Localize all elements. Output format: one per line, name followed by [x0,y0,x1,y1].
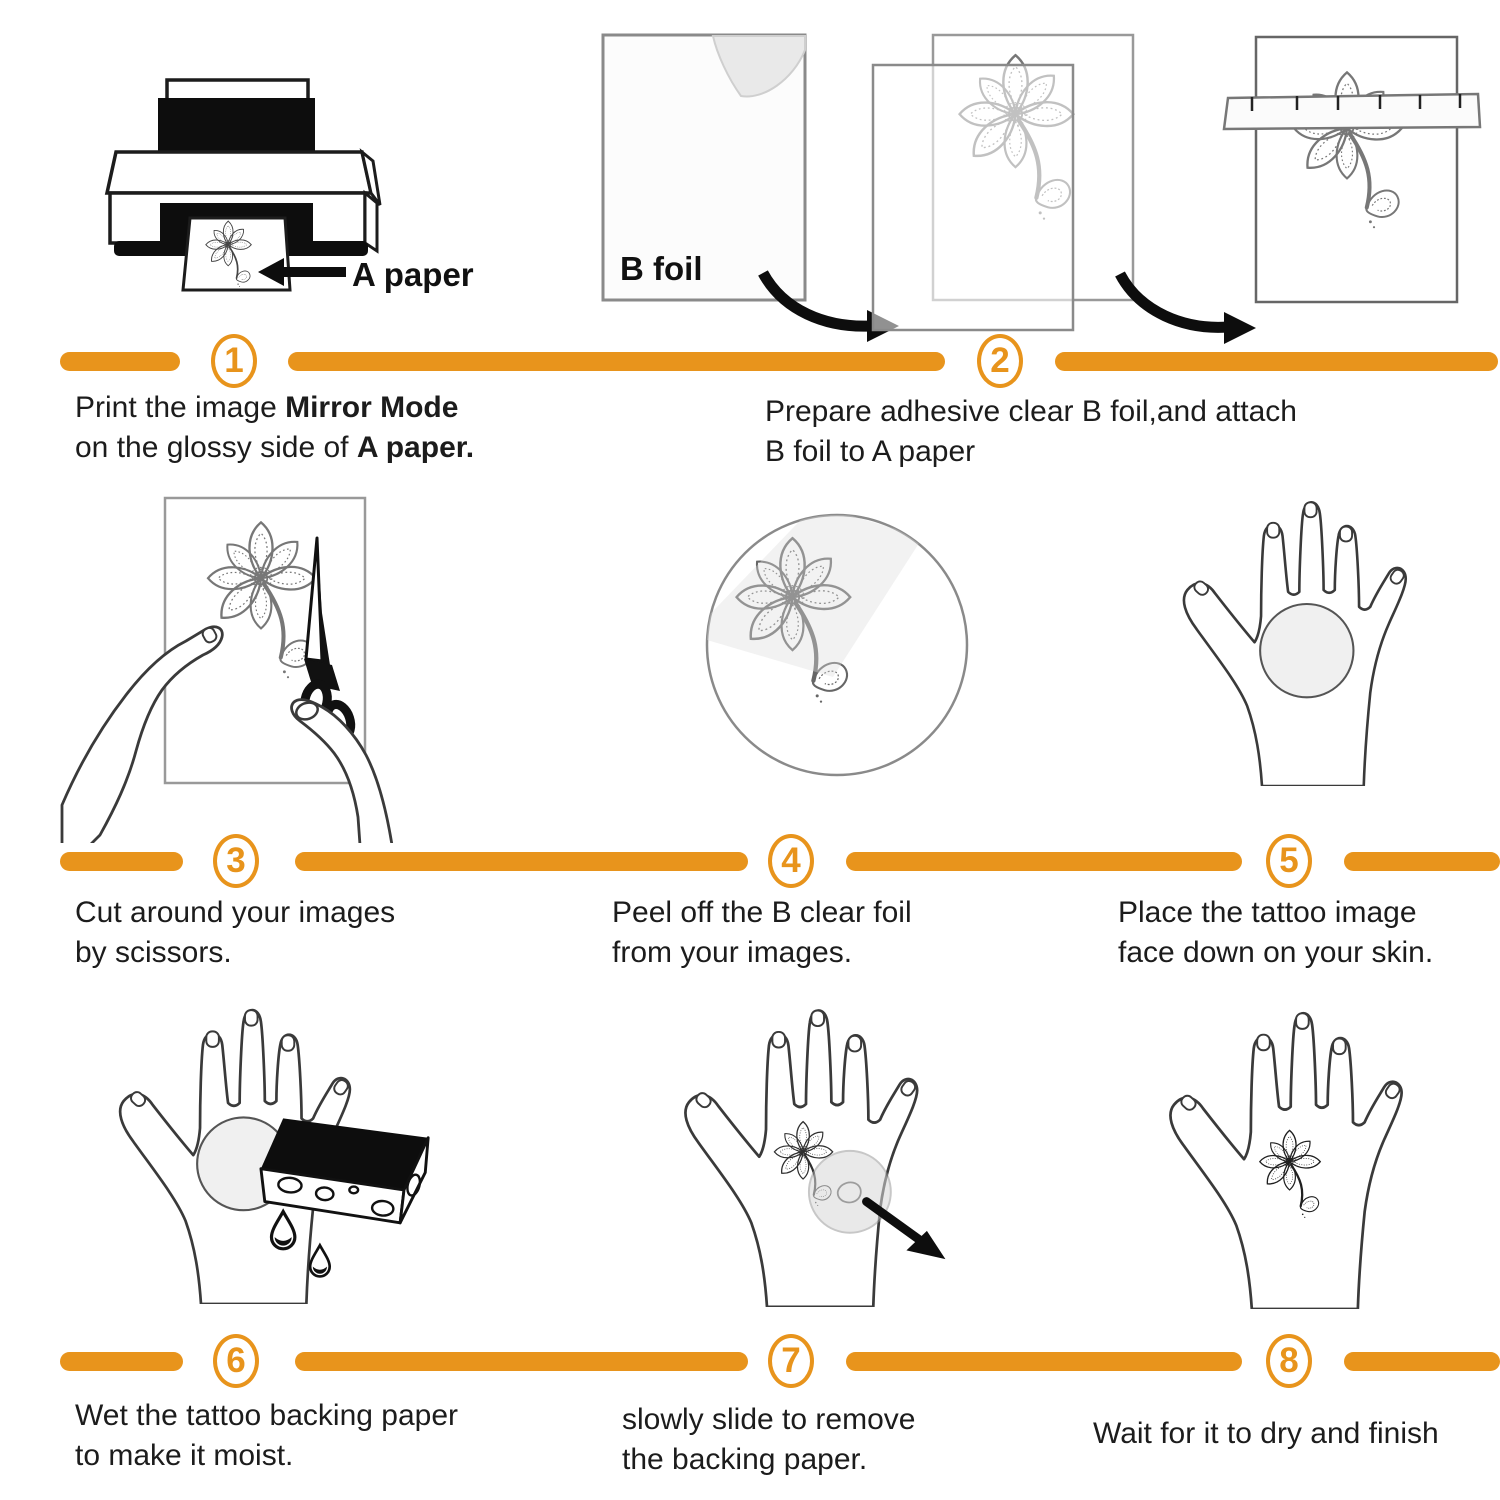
water-drop [308,1242,332,1278]
laminated-sheet [1254,35,1459,304]
clear-foil-overlay [871,63,1075,332]
step-4-text: Peel off the B clear foil from your imag… [612,896,912,969]
ruler-squeegee [1222,92,1482,131]
peeled-corner [711,35,806,98]
step-8-text: Wait for it to dry and finish [1093,1417,1439,1450]
step-6-text: Wet the tattoo backing paper to make it … [75,1399,459,1472]
slide-arrow [862,1197,931,1249]
printer-paper-stack [158,98,315,152]
hand-placement-illustration [1182,500,1408,786]
sponge-side [398,1136,430,1225]
printer-side [359,148,382,206]
divider-bar [846,852,1242,871]
b-foil-sheet-illustration [601,33,899,342]
tattoo-face-down [1259,602,1355,699]
divider-bar [1344,852,1500,871]
thumb-nail [201,626,218,644]
cutting-illustration [60,496,394,843]
a-paper-arrowhead [258,258,284,286]
slide-backing-illustration [684,1009,946,1307]
squeegee-illustration [1222,35,1482,304]
sponge-top [260,1118,429,1190]
divider-bar [295,852,748,871]
step-3-text: Cut around your images by scissors. [75,896,396,969]
step-number-1: 1 [211,334,257,388]
divider-bar [60,1352,183,1371]
right-hand-with-scissors [290,698,394,843]
foil-being-peeled [707,515,923,677]
b-foil-label: B foil [620,250,703,287]
divider-bar [846,1352,1242,1371]
finished-tattoo-illustration [1169,1011,1404,1309]
step-number-4: 4 [768,834,814,888]
step-number-7: 7 [768,1334,814,1388]
step-5-text: Place the tattoo image face down on your… [1118,896,1434,969]
thumb-in-handle [295,701,319,721]
step-2-text: Prepare adhesive clear B foil,and attach… [765,395,1297,468]
attach-foil-illustration [871,33,1256,344]
scissors-front-blade [304,536,324,663]
divider-bar [1055,352,1498,371]
paisley-on-backing [836,1181,862,1204]
a-paper-label: A paper [352,256,474,293]
water-drop [269,1208,297,1251]
printer-illustration [104,78,382,292]
printer-top [104,150,374,195]
divider-bar [288,352,945,371]
sliding-backing-paper [807,1149,892,1234]
step-number-5: 5 [1266,834,1312,888]
ruler-ticks [1250,94,1462,111]
divider-bar [60,352,180,371]
left-hand-holding-paper [60,625,224,843]
step-7-text: slowly slide to remove the backing paper… [622,1403,916,1476]
step-number-8: 8 [1266,1334,1312,1388]
step-number-3: 3 [213,834,259,888]
step-number-6: 6 [213,1334,259,1388]
divider-bar [60,852,183,871]
cutout-circle-illustration [705,513,969,777]
divider-bar [295,1352,748,1371]
attach-arrow-1 [758,270,872,332]
wet-sponge-illustration [118,1008,430,1304]
step-1-text: Print the image Mirror Mode on the gloss… [75,391,475,464]
sponge-holes [277,1176,395,1217]
divider-bar [1344,1352,1500,1371]
round-cutout [705,513,969,777]
attach-arrow-2 [1115,271,1229,333]
step-number-2: 2 [977,334,1023,388]
